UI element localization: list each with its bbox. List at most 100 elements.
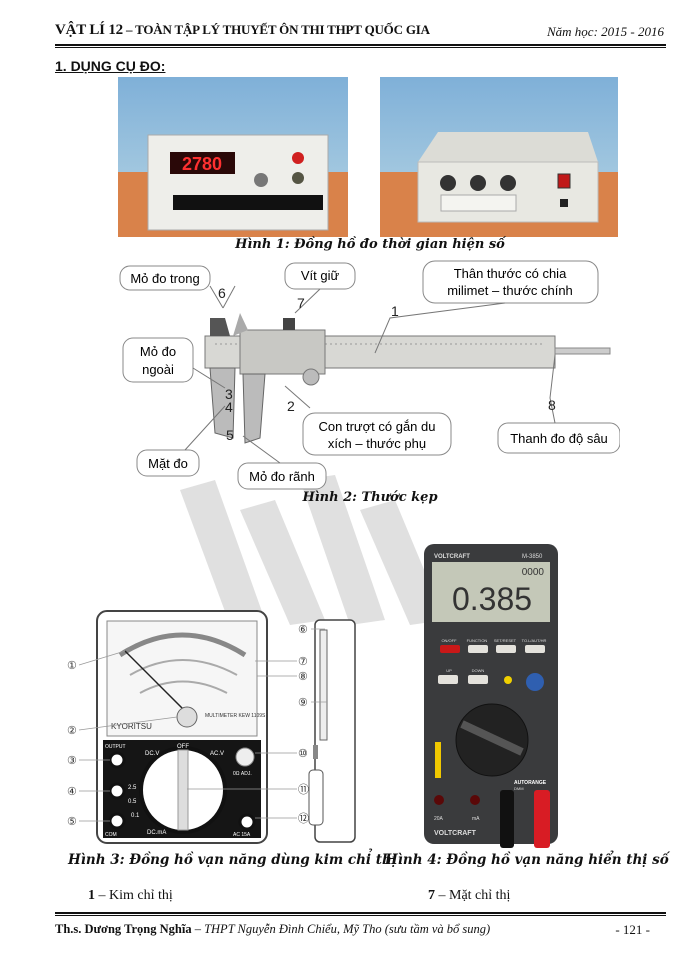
school-year: Năm học: 2015 - 2016 (547, 24, 664, 39)
leader-line (184, 405, 226, 451)
figure4-caption: Hình 4: Đồng hồ vạn năng hiển thị số (385, 852, 669, 868)
legend-text: – Mặt chỉ thị (435, 888, 511, 903)
legend-num: 7 (428, 888, 435, 903)
leader-line (294, 288, 321, 314)
leader-line (284, 385, 311, 409)
callout-main-scale-2: milimet – thước chính (447, 283, 573, 298)
part-number: 3 (225, 386, 233, 402)
jack-output (108, 751, 126, 769)
leader-line (374, 302, 506, 354)
jack-com (108, 812, 126, 830)
socket (440, 175, 456, 191)
range-button[interactable] (525, 645, 545, 653)
model-label: MULTIMETER KEW 1109S (205, 713, 266, 719)
side-stand (308, 769, 324, 826)
brand-top: VOLTCRAFT (434, 554, 470, 560)
zero-adjust-screw (176, 706, 198, 728)
set-reset-button[interactable] (496, 645, 516, 653)
jack-20a (434, 795, 444, 805)
jack-label: 20A (434, 816, 444, 822)
inner-jaw-movable (233, 313, 248, 336)
button-label: TO.L/AUT/HR (522, 638, 547, 643)
section-title: 1. DỤNG CỤ ĐO: (55, 58, 166, 74)
callout-slider-2: xích – thước phụ (328, 436, 426, 451)
jack-positive (108, 782, 126, 800)
output-label: OUTPUT (105, 744, 126, 750)
up-button[interactable] (438, 675, 458, 684)
led-display (170, 152, 235, 174)
footer-credit: Th.s. Dương Trọng Nghĩa – THPT Nguyễn Đì… (55, 922, 490, 937)
part-number: 5 (226, 427, 234, 443)
callout-slider: Con trượt có gắn du (319, 419, 436, 434)
lcd-small-value: 0000 (522, 567, 545, 578)
figure1-timer-photos: 2780 (118, 77, 618, 237)
rotary-pointer (460, 720, 524, 756)
jack-ma (470, 795, 480, 805)
yellow-button[interactable] (504, 676, 512, 684)
label-8: ⑧ (298, 671, 308, 683)
callout-outer-jaw: Mỏ đo (140, 344, 176, 359)
switch (292, 172, 304, 184)
leader-line (222, 285, 236, 309)
footer-rule (55, 912, 666, 914)
leader-line (549, 354, 556, 424)
document-header-title: VẬT LÍ 12 – TOÀN TẬP LÝ THUYẾT ÔN THI TH… (55, 22, 430, 39)
lcd-value: 0.385 (452, 581, 532, 617)
meter-needle (124, 650, 188, 714)
function-button[interactable] (468, 645, 488, 653)
header-rule-thin (55, 47, 666, 48)
figure2-caption: Hình 2: Thước kẹp (302, 490, 438, 505)
watermark-stroke (360, 500, 445, 625)
on-off-button[interactable] (440, 645, 460, 653)
figure3-analog-multimeter: KYORITSU MULTIMETER KEW 1109S OFF DC.V A… (67, 610, 356, 844)
lcd-display (432, 562, 550, 622)
callout-main-scale: Thân thước có chia (454, 266, 567, 281)
header-rule (55, 44, 666, 46)
watermark-stroke (240, 500, 325, 625)
button-label: FUNCTION (467, 638, 488, 643)
callout-lock-screw: Vít giữ (301, 268, 340, 283)
school: THPT Nguyễn Đình Chiểu, Mỹ Tho (sưu tầm … (204, 922, 491, 936)
transistor-socket (526, 673, 544, 691)
callout-box (136, 449, 200, 477)
label-12: ⑫ (298, 812, 309, 825)
callout-outer-jaw-2: ngoài (142, 362, 174, 377)
led-value: 2780 (182, 154, 222, 174)
callout-groove-jaw: Mỏ đo rãnh (249, 469, 315, 484)
dial-2-5: 2.5 (128, 785, 137, 791)
legend-item-1: 1 – Kim chỉ thị (88, 888, 173, 904)
dial-0-1: 0.1 (131, 813, 140, 819)
button-label: ON/OFF (441, 638, 457, 643)
autorange-label: AUTORANGE (514, 780, 547, 786)
watermark-stroke (300, 475, 385, 625)
legend-text: – Kim chỉ thị (95, 888, 173, 903)
part-number: 1 (391, 303, 399, 319)
outer-jaw-movable (242, 373, 266, 444)
label-1: ① (67, 660, 77, 672)
red-button (292, 152, 304, 164)
device-top (418, 132, 598, 162)
jack-ac15a (238, 813, 256, 831)
footer-dash: – (191, 922, 205, 936)
part-number: 6 (218, 285, 226, 301)
com-label: COM (105, 832, 117, 838)
callout-measuring-face: Mặt đo (148, 456, 188, 471)
scale-arc (118, 632, 247, 658)
dial-0-5: 0.5 (128, 799, 137, 805)
part-number: 7 (297, 295, 305, 311)
legend-num: 1 (88, 888, 95, 903)
caliper-slider (239, 329, 326, 375)
part-number: 4 (225, 399, 233, 415)
dial-dcv: DC.V (145, 751, 159, 757)
button-label: DOWN (472, 668, 485, 673)
header-separator: – (122, 22, 136, 37)
callout-box (122, 337, 194, 383)
down-button[interactable] (468, 675, 488, 684)
black-probe (500, 790, 514, 848)
thumb-wheel (302, 368, 320, 386)
depth-rod (554, 347, 611, 355)
button-label: SET/RESET (494, 638, 517, 643)
page-number: - 121 - (615, 922, 650, 937)
side-knob (313, 745, 318, 759)
lock-screw (283, 318, 295, 330)
